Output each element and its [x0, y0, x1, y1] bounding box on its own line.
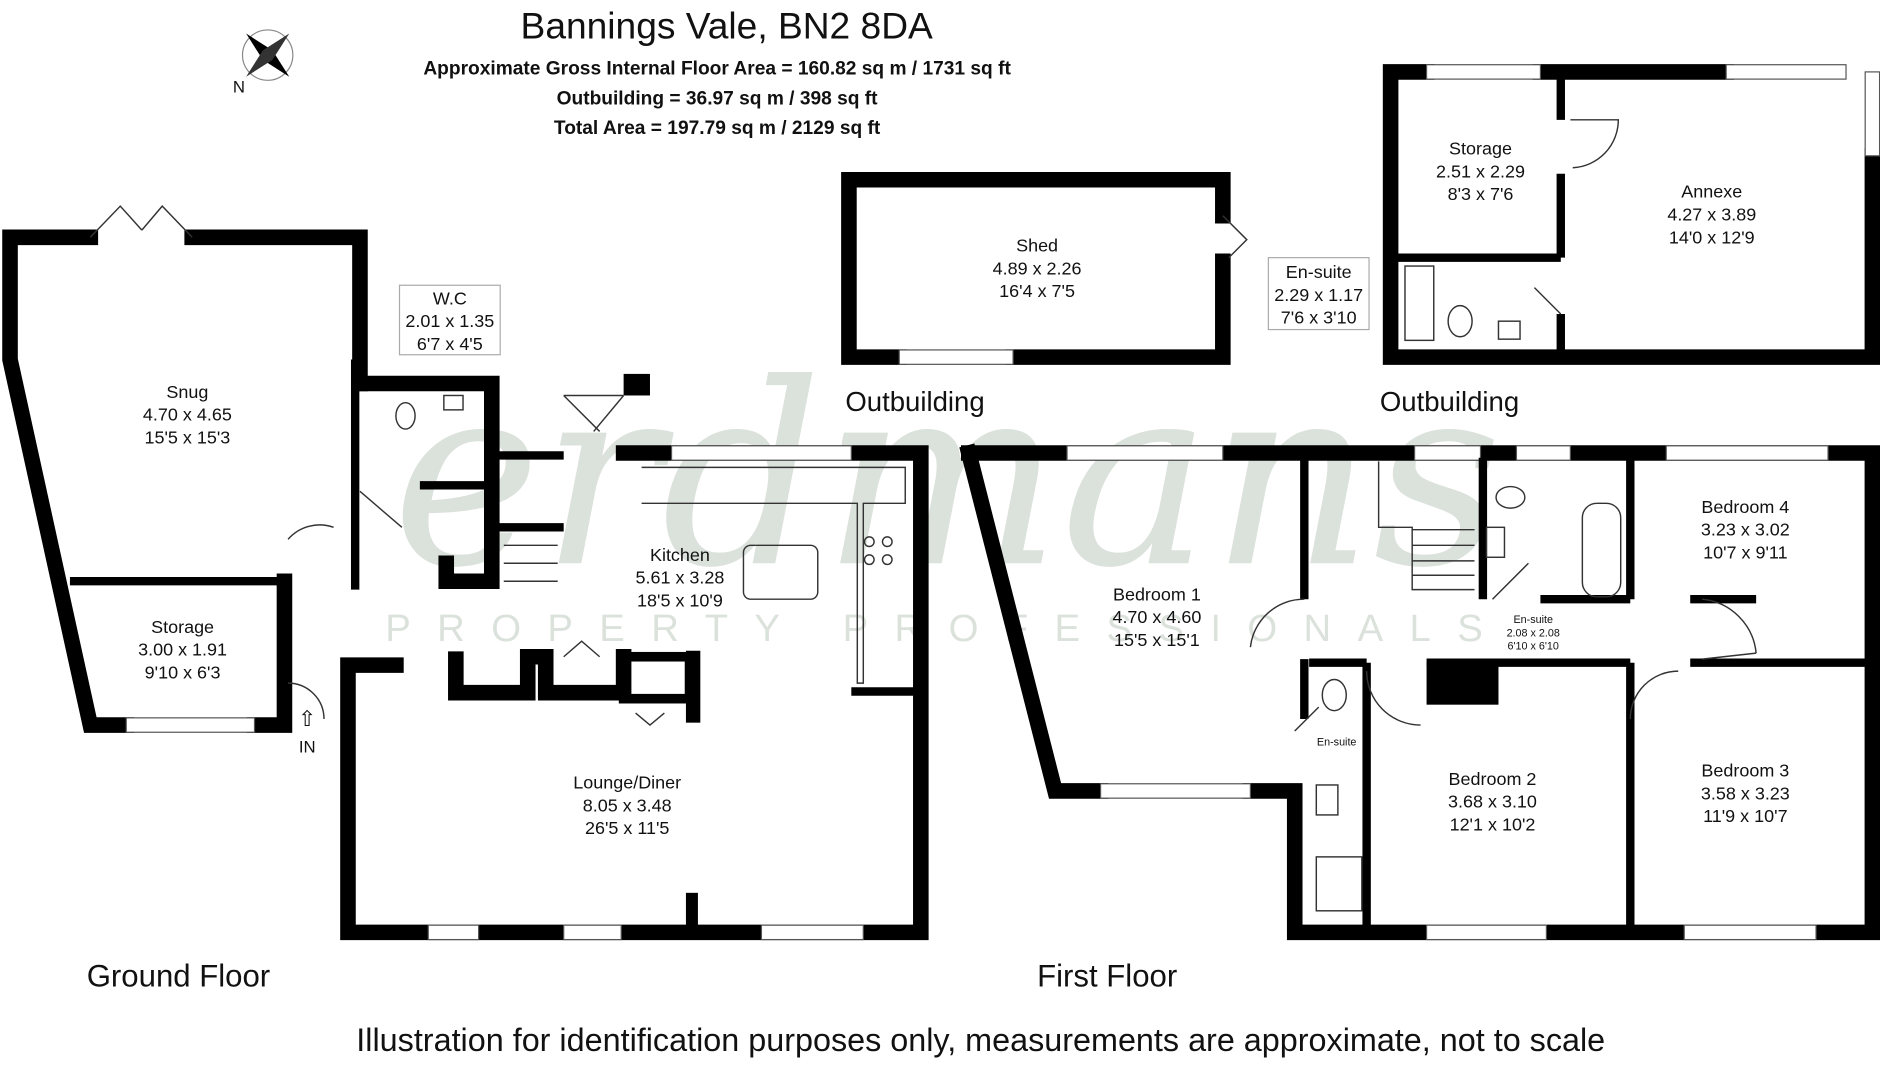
disclaimer: Illustration for identification purposes… [356, 1022, 1605, 1058]
svg-text:2.08 x 2.08: 2.08 x 2.08 [1507, 627, 1560, 639]
first-floor-label: First Floor [1037, 958, 1177, 993]
ground-floor-label: Ground Floor [87, 958, 270, 993]
room-bedroom-3: Bedroom 3 3.58 x 3.23 11'9 x 10'7 [1701, 761, 1790, 827]
plan-title: Bannings Vale, BN2 8DA [521, 4, 933, 46]
svg-text:5.61 x 3.28: 5.61 x 3.28 [635, 568, 724, 588]
svg-text:6'10 x 6'10: 6'10 x 6'10 [1508, 641, 1559, 653]
room-ensuite-outbuilding: En-suite 2.29 x 1.17 7'6 x 3'10 [1267, 257, 1370, 331]
svg-text:2.29 x 1.17: 2.29 x 1.17 [1274, 285, 1363, 305]
svg-text:9'10 x 6'3: 9'10 x 6'3 [145, 662, 221, 682]
svg-text:3.00 x 1.91: 3.00 x 1.91 [138, 640, 227, 660]
svg-text:4.27 x 3.89: 4.27 x 3.89 [1667, 205, 1756, 225]
svg-text:W.C: W.C [433, 288, 467, 308]
svg-text:26'5 x 11'5: 26'5 x 11'5 [585, 818, 669, 838]
svg-text:Bedroom 1: Bedroom 1 [1113, 584, 1201, 604]
room-kitchen: Kitchen 5.61 x 3.28 18'5 x 10'9 [635, 545, 724, 611]
room-bedroom-2: Bedroom 2 3.68 x 3.10 12'1 x 10'2 [1448, 769, 1537, 835]
svg-text:Shed: Shed [1016, 236, 1058, 256]
svg-text:18'5 x 10'9: 18'5 x 10'9 [637, 590, 723, 610]
svg-text:En-suite: En-suite [1286, 262, 1352, 282]
outbuilding-label-1: Outbuilding [845, 386, 984, 417]
svg-text:Snug: Snug [166, 382, 208, 402]
shed-plan: Shed 4.89 x 2.26 16'4 x 7'5 [841, 171, 1248, 365]
outbuilding-label-2: Outbuilding [1380, 386, 1519, 417]
svg-text:15'5 x 15'3: 15'5 x 15'3 [144, 427, 230, 447]
svg-text:4.70 x 4.60: 4.70 x 4.60 [1112, 607, 1201, 627]
svg-text:Bedroom 4: Bedroom 4 [1701, 497, 1789, 517]
room-ensuite-first: En-suite 2.08 x 2.08 6'10 x 6'10 [1507, 614, 1560, 652]
svg-text:3.58 x 3.23: 3.58 x 3.23 [1701, 783, 1790, 803]
room-storage-ground: Storage 3.00 x 1.91 9'10 x 6'3 [138, 617, 227, 683]
svg-text:3.23 x 3.02: 3.23 x 3.02 [1701, 520, 1790, 540]
svg-text:14'0 x 12'9: 14'0 x 12'9 [1669, 227, 1755, 247]
svg-text:En-suite: En-suite [1513, 614, 1553, 626]
room-bedroom-1: Bedroom 1 4.70 x 4.60 15'5 x 15'1 [1112, 584, 1201, 650]
svg-text:10'7 x 9'11: 10'7 x 9'11 [1703, 542, 1787, 562]
svg-text:11'9 x 10'7: 11'9 x 10'7 [1703, 806, 1787, 826]
svg-text:2.01 x 1.35: 2.01 x 1.35 [405, 311, 494, 331]
svg-text:4.70 x 4.65: 4.70 x 4.65 [143, 405, 232, 425]
room-lounge-diner: Lounge/Diner 8.05 x 3.48 26'5 x 11'5 [573, 773, 681, 839]
svg-text:12'1 x 10'2: 12'1 x 10'2 [1450, 815, 1536, 835]
svg-text:Storage: Storage [1449, 139, 1512, 159]
svg-text:8.05 x 3.48: 8.05 x 3.48 [583, 795, 672, 815]
compass-icon: N [233, 29, 294, 96]
watermark: erdmans PROPERTY PROFESSIONALS [385, 330, 1509, 650]
compass-north-label: N [233, 77, 245, 96]
svg-text:erdmans: erdmans [392, 330, 1502, 623]
annexe-plan: Storage 2.51 x 2.29 8'3 x 7'6 Annexe 4.2… [1382, 64, 1880, 365]
svg-text:7'6 x 3'10: 7'6 x 3'10 [1281, 308, 1357, 328]
svg-text:Annexe: Annexe [1681, 182, 1742, 202]
room-ensuite-small: En-suite [1317, 736, 1357, 748]
entrance-arrow-icon: ⇧ [298, 706, 316, 731]
svg-text:16'4 x 7'5: 16'4 x 7'5 [999, 281, 1075, 301]
ground-floor-plan: ⇧ IN [2, 205, 929, 941]
svg-text:Storage: Storage [151, 617, 214, 637]
total-area: Total Area = 197.79 sq m / 2129 sq ft [554, 118, 881, 139]
room-wc: W.C 2.01 x 1.35 6'7 x 4'5 [398, 284, 501, 356]
svg-text:3.68 x 3.10: 3.68 x 3.10 [1448, 792, 1537, 812]
svg-text:15'5 x 15'1: 15'5 x 15'1 [1114, 630, 1200, 650]
svg-text:Bedroom 3: Bedroom 3 [1701, 761, 1789, 781]
svg-text:6'7 x 4'5: 6'7 x 4'5 [417, 334, 483, 354]
first-floor-plan [959, 443, 1880, 941]
svg-text:Kitchen: Kitchen [650, 545, 710, 565]
gross-area: Approximate Gross Internal Floor Area = … [423, 58, 1011, 79]
svg-text:Bedroom 2: Bedroom 2 [1449, 769, 1537, 789]
outbuilding-area: Outbuilding = 36.97 sq m / 398 sq ft [557, 88, 879, 109]
svg-text:4.89 x 2.26: 4.89 x 2.26 [993, 258, 1082, 278]
svg-text:2.51 x 2.29: 2.51 x 2.29 [1436, 161, 1525, 181]
entrance-label: IN [299, 738, 316, 757]
room-snug: Snug 4.70 x 4.65 15'5 x 15'3 [143, 382, 232, 448]
svg-text:Lounge/Diner: Lounge/Diner [573, 773, 681, 793]
svg-text:8'3 x 7'6: 8'3 x 7'6 [1448, 184, 1514, 204]
room-bedroom-4: Bedroom 4 3.23 x 3.02 10'7 x 9'11 [1701, 497, 1790, 563]
svg-text:PROPERTY PROFESSIONALS: PROPERTY PROFESSIONALS [385, 607, 1509, 650]
